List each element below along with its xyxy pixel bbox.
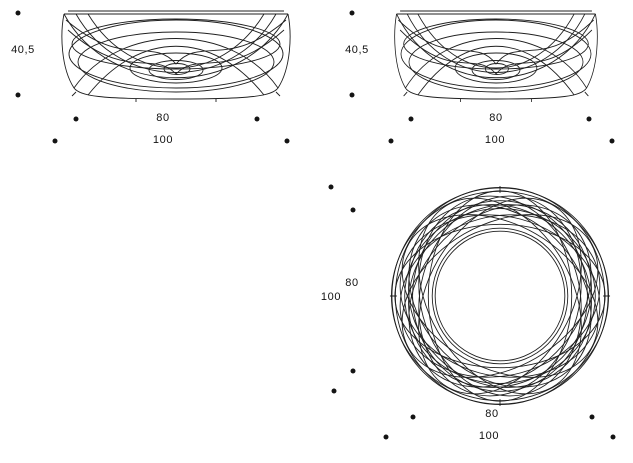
dim-marker-dot: [349, 92, 355, 98]
dim-marker-dot: [350, 368, 356, 374]
front-width-overall-label: 100: [152, 134, 174, 146]
dim-marker-dot: [15, 92, 21, 98]
dim-marker-dot: [388, 138, 394, 144]
plan-view-drawing: [388, 184, 612, 408]
dim-marker-dot: [73, 116, 79, 122]
side-elevation-drawing: [394, 10, 598, 102]
dim-marker-dot: [408, 116, 414, 122]
dim-marker-dot: [410, 414, 416, 420]
dim-marker-dot: [350, 207, 356, 213]
side-width-overall-label: 100: [484, 134, 506, 146]
dim-marker-dot: [609, 138, 615, 144]
dim-marker-dot: [254, 116, 260, 122]
dim-marker-dot: [15, 10, 21, 16]
dim-marker-dot: [589, 414, 595, 420]
plan-depth-overall-label: 100: [320, 291, 342, 303]
dim-marker-dot: [349, 10, 355, 16]
dim-marker-dot: [52, 138, 58, 144]
plan-width-overall-label: 100: [478, 430, 500, 442]
front-width-top-label: 80: [156, 112, 170, 124]
front-elevation-drawing: [61, 10, 291, 102]
plan-depth-inner-label: 80: [345, 277, 359, 289]
dim-marker-dot: [610, 434, 616, 440]
side-height-label: 40,5: [345, 44, 369, 56]
dim-marker-dot: [383, 434, 389, 440]
dim-marker-dot: [284, 138, 290, 144]
side-width-top-label: 80: [489, 112, 503, 124]
dim-marker-dot: [328, 184, 334, 190]
front-height-label: 40,5: [11, 44, 35, 56]
dim-marker-dot: [331, 388, 337, 394]
dim-marker-dot: [586, 116, 592, 122]
plan-width-inner-label: 80: [485, 408, 499, 420]
